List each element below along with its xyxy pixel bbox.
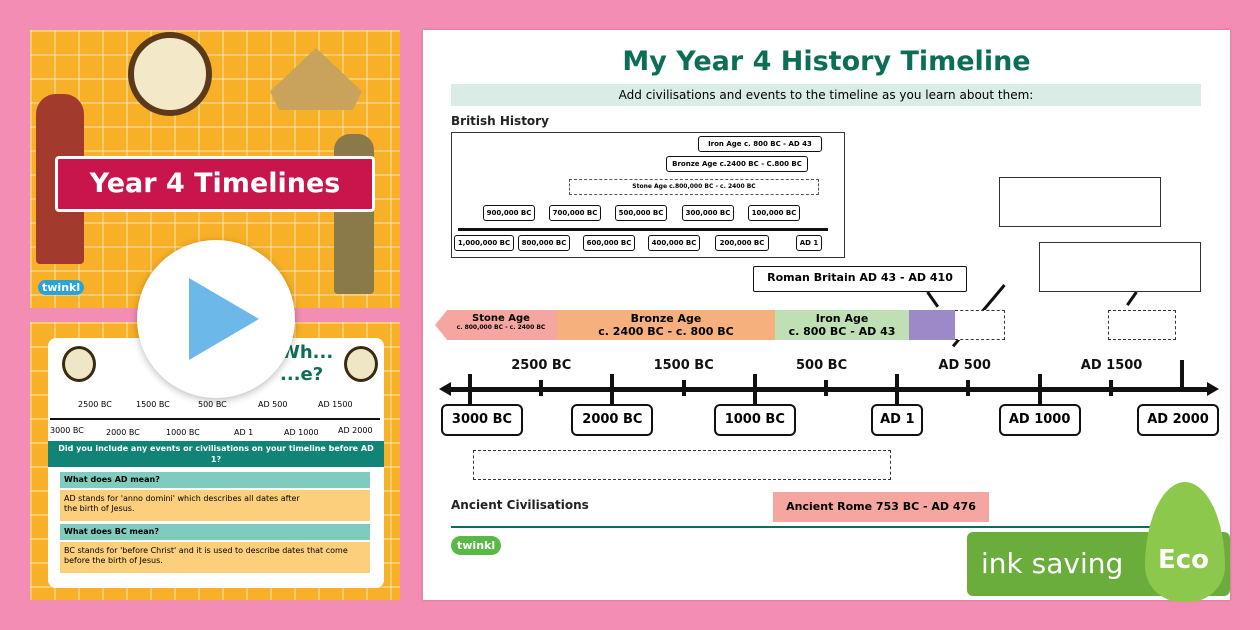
blank-band[interactable] xyxy=(955,310,1005,340)
ancient-rome-band: Ancient Rome 753 BC - AD 476 xyxy=(773,492,989,522)
age-dates: c. 800,000 BC - c. 2400 BC xyxy=(456,324,546,331)
inset-label: 800,000 BC xyxy=(518,235,570,251)
age-name: Bronze Age xyxy=(630,312,702,325)
tick-label: 3000 BC xyxy=(50,426,84,435)
timeline-worksheet: My Year 4 History Timeline Add civilisat… xyxy=(423,30,1230,600)
date-label: 2500 BC xyxy=(511,358,572,373)
iron-age-band: Iron Age c. 800 BC - AD 43 xyxy=(775,310,909,340)
age-name: Stone Age xyxy=(472,313,530,324)
mini-timeline-line xyxy=(50,418,380,420)
inset-label: 1,000,000 BC xyxy=(454,235,514,251)
sheet-subtitle: Add civilisations and events to the time… xyxy=(451,84,1201,106)
ancient-civilisations-label: Ancient Civilisations xyxy=(451,498,589,512)
cover-title: Year 4 Timelines xyxy=(55,156,375,212)
stone-age-label: Stone Age c.800,000 BC - c. 2400 BC xyxy=(569,179,819,195)
inset-label: 400,000 BC xyxy=(648,235,700,251)
date-label: 500 BC xyxy=(796,358,848,373)
tick-label: 500 BC xyxy=(198,400,227,409)
date-box: AD 2000 xyxy=(1137,404,1219,436)
blank-event-box[interactable] xyxy=(1039,242,1201,292)
bronze-age-label: Bronze Age c.2400 BC - C.800 BC xyxy=(666,156,808,172)
twinkl-logo: twinkl xyxy=(38,280,85,295)
inset-label: 600,000 BC xyxy=(583,235,635,251)
sheet-title: My Year 4 History Timeline xyxy=(622,46,1031,77)
timeline-tick xyxy=(752,374,757,404)
tick-label: 1500 BC xyxy=(136,400,170,409)
arrow-right-icon xyxy=(1207,382,1219,396)
stone-age-band: Stone Age c. 800,000 BC - c. 2400 BC xyxy=(435,310,557,340)
info-title: Wh... ...e? xyxy=(280,342,334,385)
clock-icon xyxy=(128,32,212,116)
timeline-tick xyxy=(610,374,615,404)
qa-answer: BC stands for 'before Christ' and it is … xyxy=(60,542,370,573)
tick-label: 2500 BC xyxy=(78,400,112,409)
tick-label: AD 2000 xyxy=(338,426,373,435)
inset-label: 100,000 BC xyxy=(748,205,800,221)
date-box: 2000 BC xyxy=(571,404,654,436)
inset-label: 900,000 BC xyxy=(483,205,535,221)
blank-event-strip[interactable] xyxy=(473,450,891,480)
inset-label: 700,000 BC xyxy=(549,205,601,221)
roundhouse-icon xyxy=(270,48,362,110)
ancient-line xyxy=(451,526,1203,528)
inset-label: AD 1 xyxy=(796,235,822,251)
roman-britain-band xyxy=(909,310,955,340)
british-history-inset: Iron Age c. 800 BC - AD 43 Bronze Age c.… xyxy=(451,132,845,258)
age-dates: c. 2400 BC - c. 800 BC xyxy=(598,325,734,338)
blank-event-box[interactable] xyxy=(999,177,1161,227)
qa-question: What does AD mean? xyxy=(60,472,370,488)
timeline-tick xyxy=(681,380,686,396)
arrow-icon xyxy=(926,291,940,308)
ink-saving-text: ink saving xyxy=(981,547,1124,580)
date-box: AD 1000 xyxy=(998,404,1081,436)
qa-answer: AD stands for 'anno domini' which descri… xyxy=(60,490,370,521)
inset-label: 200,000 BC xyxy=(715,235,769,251)
timeline-tick xyxy=(1180,360,1184,392)
twinkl-logo: twinkl xyxy=(451,536,502,555)
inset-line xyxy=(458,228,828,231)
arrow-left-icon xyxy=(439,382,451,396)
timeline-tick xyxy=(539,380,544,396)
iron-age-label: Iron Age c. 800 BC - AD 43 xyxy=(698,136,822,152)
blank-band[interactable] xyxy=(1108,310,1176,340)
timeline-tick xyxy=(966,380,971,396)
qa-question: What does BC mean? xyxy=(60,524,370,540)
timeline-axis xyxy=(445,387,1213,392)
inset-label: 300,000 BC xyxy=(682,205,734,221)
timeline-tick xyxy=(824,380,828,396)
tick-label: 1000 BC xyxy=(166,428,200,437)
date-box: 1000 BC xyxy=(713,404,796,436)
roman-britain-label: Roman Britain AD 43 - AD 410 xyxy=(753,266,967,292)
tick-label: AD 1500 xyxy=(318,400,353,409)
tick-label: AD 1000 xyxy=(284,428,319,437)
eco-label: Eco xyxy=(1158,545,1210,575)
arrow-icon xyxy=(1126,291,1138,306)
timeline-tick xyxy=(895,374,900,404)
date-box: 3000 BC xyxy=(441,404,523,436)
date-label: AD 500 xyxy=(938,358,991,373)
pocket-watch-icon xyxy=(62,346,96,382)
preview-card-cover[interactable]: Year 4 Timelines twinkl xyxy=(30,30,400,308)
play-button[interactable] xyxy=(137,240,295,398)
pocket-watch-icon xyxy=(344,346,378,382)
date-label: AD 1500 xyxy=(1080,358,1143,373)
timeline-tick xyxy=(1108,380,1113,396)
timeline-tick xyxy=(1037,374,1042,404)
tick-label: AD 1 xyxy=(234,428,254,437)
age-dates: c. 800 BC - AD 43 xyxy=(788,325,896,338)
tick-label: 2000 BC xyxy=(106,428,140,437)
date-box: AD 1 xyxy=(871,404,924,436)
preview-card-info[interactable]: Wh... ...e? 2500 BC 1500 BC 500 BC AD 50… xyxy=(30,322,400,600)
date-label: 1500 BC xyxy=(653,358,714,373)
inset-label: 500,000 BC xyxy=(615,205,667,221)
bronze-age-band: Bronze Age c. 2400 BC - c. 800 BC xyxy=(557,310,775,340)
question-banner: Did you include any events or civilisati… xyxy=(48,441,384,467)
age-name: Iron Age xyxy=(815,312,869,325)
timeline-tick xyxy=(468,374,472,404)
play-icon xyxy=(189,278,259,360)
tick-label: AD 500 xyxy=(258,400,288,409)
british-history-label: British History xyxy=(451,114,549,128)
